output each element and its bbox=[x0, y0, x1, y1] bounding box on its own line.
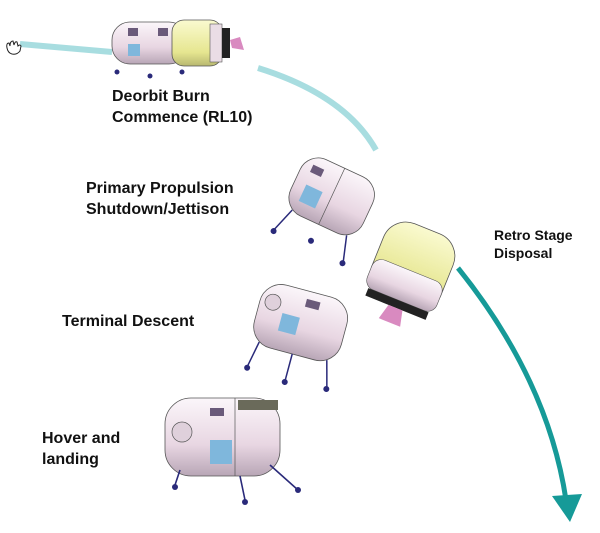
trajectory-path-descent bbox=[257, 65, 379, 152]
hand-cursor-icon bbox=[6, 40, 22, 55]
retro-arrowhead bbox=[552, 494, 582, 522]
trajectory-path-incoming bbox=[19, 41, 113, 55]
label-terminal-descent: Terminal Descent bbox=[62, 313, 195, 330]
label-hover-landing: Hover and landing bbox=[42, 428, 120, 470]
label-line: Hover and bbox=[42, 430, 121, 447]
label-line: Commence (RL10) bbox=[112, 109, 253, 126]
vehicle-shutdown bbox=[270, 157, 375, 267]
label-line: Disposal bbox=[494, 245, 553, 261]
label-line: Primary Propulsion bbox=[86, 180, 234, 197]
label-retro-stage: Retro Stage Disposal bbox=[494, 226, 573, 262]
retro-stage-path bbox=[456, 266, 569, 501]
label-line: Retro Stage bbox=[494, 227, 573, 243]
label-line: Deorbit Burn bbox=[112, 88, 210, 105]
label-propulsion-shutdown: Primary Propulsion Shutdown/Jettison bbox=[86, 178, 234, 220]
vehicle-deorbit-burn bbox=[111, 19, 244, 79]
label-deorbit-burn: Deorbit Burn Commence (RL10) bbox=[112, 86, 252, 128]
vehicle-landing bbox=[164, 397, 301, 505]
label-line: Shutdown/Jettison bbox=[86, 201, 230, 218]
vehicle-terminal-descent bbox=[244, 284, 348, 392]
retro-stage bbox=[365, 221, 456, 327]
label-line: landing bbox=[42, 451, 99, 468]
